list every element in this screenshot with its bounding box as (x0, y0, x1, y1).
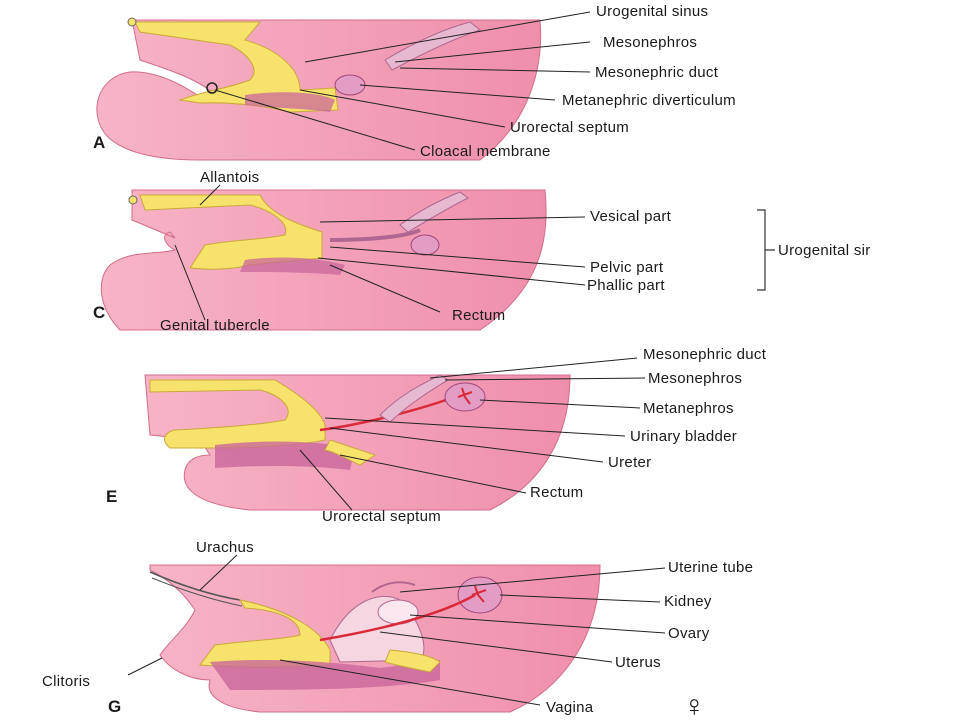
panel-e-metanephros-branches (457, 387, 473, 405)
female-symbol: ♀ (683, 690, 706, 720)
panel-c-label-phallic-part: Phallic part (587, 277, 665, 294)
panel-c-bracket-label: Urogenital sir (778, 242, 871, 259)
panel-a-label-urogenital-sinus: Urogenital sinus (596, 3, 708, 20)
panel-c-duct (329, 228, 421, 242)
panel-a-label-mesonephros: Mesonephros (603, 34, 697, 51)
panel-g-perineal-band (384, 649, 441, 673)
panel-c-urogenital-bracket (757, 209, 775, 291)
panel-g-letter: G (108, 697, 121, 716)
panel-g: Urachus Uterine tube Kidney Ovary Uterus… (42, 539, 753, 720)
panel-e: Mesonephric duct Mesonephros Metanephros… (106, 346, 767, 525)
panel-c-letter: C (93, 303, 105, 322)
panel-e-label-mesonephros: Mesonephros (648, 370, 742, 387)
panel-g-urachus (149, 571, 241, 601)
panel-g-ureter (319, 593, 476, 642)
panel-a-rectum (245, 92, 335, 112)
panel-a: Urogenital sinus Mesonephros Mesonephric… (93, 3, 736, 161)
panel-e-urinary-bladder (149, 379, 326, 449)
panel-g-label-kidney: Kidney (664, 593, 712, 610)
panel-e-label-urorectal-septum: Urorectal septum (322, 508, 441, 525)
panel-g-label-clitoris: Clitoris (42, 673, 90, 690)
panel-c-label-vesical-part: Vesical part (590, 208, 672, 225)
panel-g-label-vagina: Vagina (546, 699, 594, 716)
panel-a-mesonephros (384, 21, 482, 71)
panel-a-label-urorectal-septum: Urorectal septum (510, 119, 629, 136)
panel-a-urogenital-sinus (134, 21, 339, 113)
panel-a-cloacal-membrane (206, 82, 218, 94)
panel-g-label-urachus: Urachus (196, 539, 254, 556)
panel-c-label-pelvic-part: Pelvic part (590, 259, 664, 276)
panel-g-uterine-tube (371, 581, 416, 593)
panel-c-metanephros (410, 234, 440, 256)
panel-e-label-mesonephric-duct: Mesonephric duct (643, 346, 767, 363)
panel-c-mesonephros (399, 191, 469, 233)
panel-c-urogenital-sinus (139, 194, 323, 270)
panel-e-label-metanephros: Metanephros (643, 400, 734, 417)
panel-a-allantois-end (127, 17, 137, 27)
panel-e-rectum (215, 441, 355, 470)
panel-c-label-rectum: Rectum (452, 307, 505, 324)
panel-c-label-allantois: Allantois (200, 169, 259, 186)
panel-g-label-uterine-tube: Uterine tube (668, 559, 753, 576)
panel-e-urorectal-septum (324, 439, 377, 466)
panel-a-letter: A (93, 133, 105, 152)
panel-c-rectum (240, 257, 345, 275)
panel-c: Allantois Vesical part Pelvic part Phall… (93, 169, 871, 334)
panel-c-embryo (100, 189, 547, 331)
panel-e-label-rectum: Rectum (530, 484, 583, 501)
panel-g-label-uterus: Uterus (615, 654, 661, 671)
panel-g-urachus-2 (151, 577, 243, 607)
panel-g-kidney-branches (471, 585, 487, 603)
panel-a-label-mesonephric-duct: Mesonephric duct (595, 64, 719, 81)
panel-g-vagina (210, 660, 440, 690)
panel-e-label-ureter: Ureter (608, 454, 651, 471)
panel-a-label-metanephric-diverticulum: Metanephric diverticulum (562, 92, 736, 109)
panel-g-kidney (457, 576, 503, 614)
panel-c-allantois-end (128, 195, 138, 205)
panel-e-letter: E (106, 487, 117, 506)
panel-c-label-genital-tubercle: Genital tubercle (160, 317, 270, 334)
panel-g-bladder (199, 599, 331, 668)
panel-g-label-ovary: Ovary (668, 625, 710, 642)
panel-e-label-urinary-bladder: Urinary bladder (630, 428, 737, 445)
panel-a-label-cloacal-membrane: Cloacal membrane (420, 143, 551, 160)
